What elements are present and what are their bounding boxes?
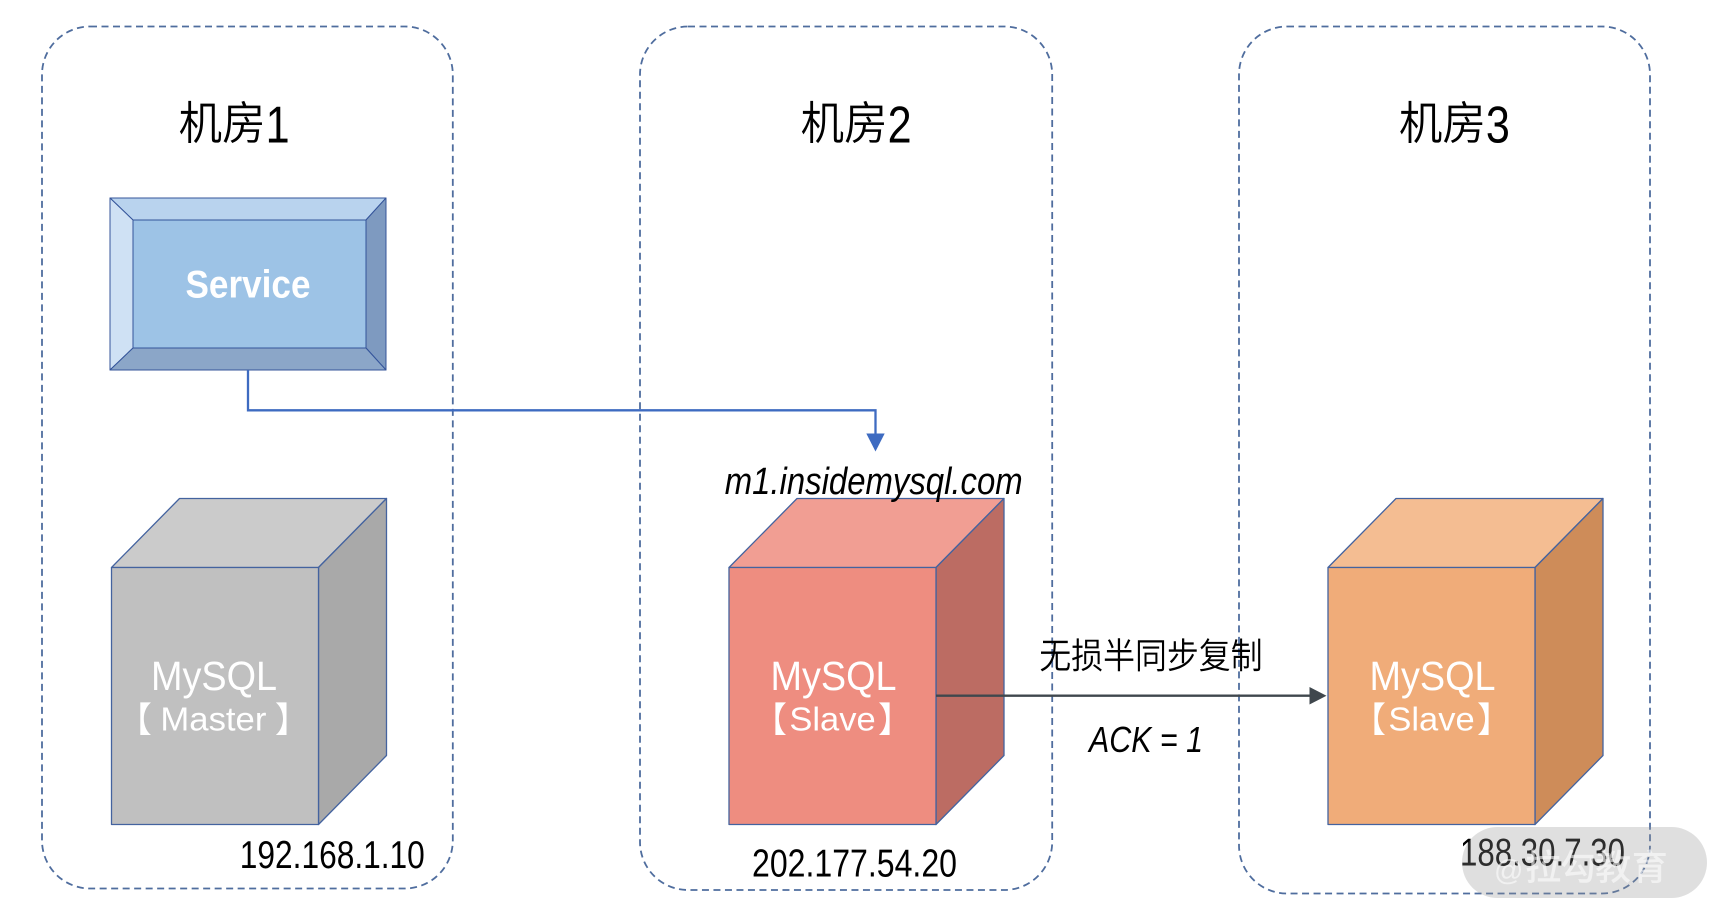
svg-text:2: 2 bbox=[888, 97, 912, 155]
svg-text:3: 3 bbox=[1486, 97, 1510, 155]
svg-text:Slave: Slave bbox=[1388, 701, 1474, 738]
svg-text:Service: Service bbox=[186, 264, 311, 307]
svg-text:m1.insidemysql.com: m1.insidemysql.com bbox=[725, 461, 1023, 503]
svg-text:202.177.54.20: 202.177.54.20 bbox=[752, 843, 957, 886]
svg-text:MySQL: MySQL bbox=[151, 653, 277, 699]
svg-text:1: 1 bbox=[266, 97, 290, 155]
svg-text:188.30.7.30: 188.30.7.30 bbox=[1460, 832, 1625, 875]
svg-text:Master: Master bbox=[160, 701, 266, 738]
svg-text:192.168.1.10: 192.168.1.10 bbox=[240, 834, 425, 877]
svg-text:@: @ bbox=[1494, 855, 1523, 887]
svg-text:Slave: Slave bbox=[789, 701, 875, 738]
svg-text:MySQL: MySQL bbox=[1370, 653, 1496, 699]
svg-text:ACK = 1: ACK = 1 bbox=[1087, 719, 1203, 760]
svg-text:MySQL: MySQL bbox=[771, 653, 897, 699]
